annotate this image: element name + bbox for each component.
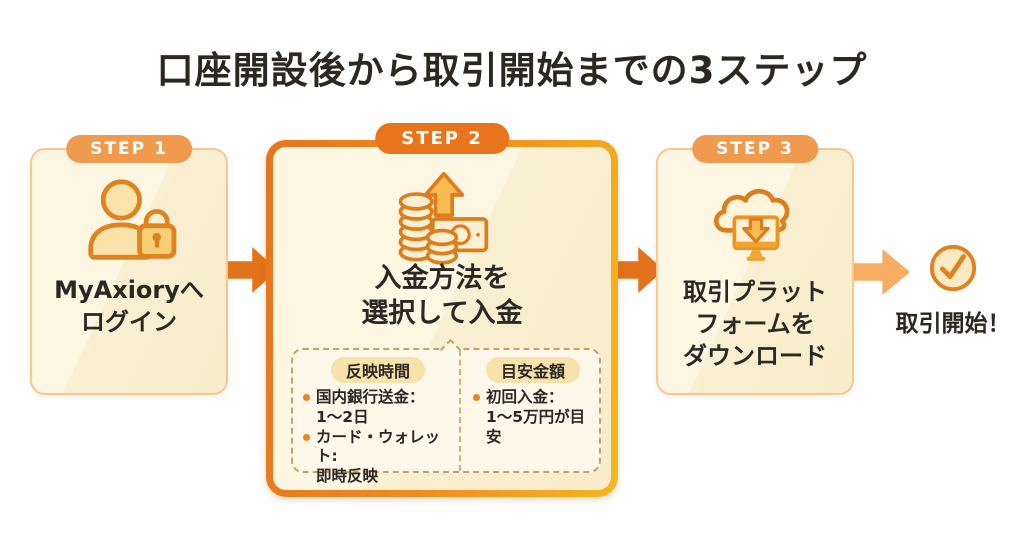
step2-label-line2: 選択して入金 bbox=[361, 298, 523, 330]
step3-label: 取引プラット フォームを ダウンロード bbox=[683, 276, 827, 372]
bullet-dot-icon bbox=[303, 433, 310, 441]
target-amount-column: 目安金額 初回入金： 1〜5万円が目安 bbox=[461, 350, 599, 471]
step2-card: STEP 2 bbox=[266, 123, 618, 497]
step2-card-inner: 入金方法を 選択して入金 反映時間 国内銀行送金： 1〜2日 カード・ウォレット… bbox=[273, 147, 611, 490]
step1-badge: STEP 1 bbox=[66, 135, 192, 163]
step3-label-line2: フォームを bbox=[695, 310, 815, 339]
target-amount-pill: 目安金額 bbox=[485, 357, 580, 383]
deposit-detail-box: 反映時間 国内銀行送金： 1〜2日 カード・ウォレット: 即時反映 目安金額 bbox=[291, 338, 601, 485]
deposit-money-icon bbox=[390, 171, 494, 271]
list-item: 国内銀行送金： bbox=[303, 388, 453, 408]
list-item: カード・ウォレット: bbox=[303, 428, 453, 468]
step2-label-line1: 入金方法を bbox=[374, 263, 510, 294]
reflection-time-column: 反映時間 国内銀行送金： 1〜2日 カード・ウォレット: 即時反映 bbox=[293, 350, 461, 485]
list-item-text: 即時反映 bbox=[316, 467, 379, 486]
step2-badge: STEP 2 bbox=[375, 123, 509, 154]
check-circle-icon bbox=[928, 243, 978, 297]
step1-label: MyAxioryへ ログイン bbox=[54, 274, 204, 338]
step1-card: STEP 1 MyAxioryへ ログイン bbox=[30, 135, 228, 395]
step2-label: 入金方法を 選択して入金 bbox=[273, 261, 611, 331]
trade-start-label: 取引開始！ bbox=[895, 311, 1011, 337]
step1-label-line2: ログイン bbox=[81, 308, 177, 337]
cloud-download-icon bbox=[703, 176, 807, 270]
step1-label-line1: MyAxioryへ bbox=[54, 276, 204, 304]
list-item-text: カード・ウォレット: bbox=[316, 427, 441, 466]
list-item-text: 国内銀行送金： bbox=[316, 388, 425, 406]
page-title: 口座開設後から取引開始までの3ステップ bbox=[156, 49, 868, 92]
bullet-dot-icon bbox=[473, 394, 480, 401]
reflection-time-pill: 反映時間 bbox=[330, 357, 425, 383]
step3-card: STEP 3 取引プラット フォームを ダウンロード bbox=[656, 135, 854, 395]
list-item: 初回入金： bbox=[473, 388, 593, 408]
step3-label-line1: 取引プラット bbox=[683, 278, 827, 306]
trade-start-result: 取引開始！ bbox=[886, 243, 1020, 338]
step3-label-line3: ダウンロード bbox=[683, 342, 827, 371]
list-item-text: 初回入金： bbox=[486, 388, 564, 406]
user-lock-icon bbox=[77, 176, 181, 268]
bullet-dot-icon bbox=[303, 394, 310, 401]
list-item-text: 1〜5万円が目安 bbox=[486, 407, 586, 446]
step3-badge: STEP 3 bbox=[692, 135, 818, 163]
list-item-text: 1〜2日 bbox=[316, 407, 369, 426]
